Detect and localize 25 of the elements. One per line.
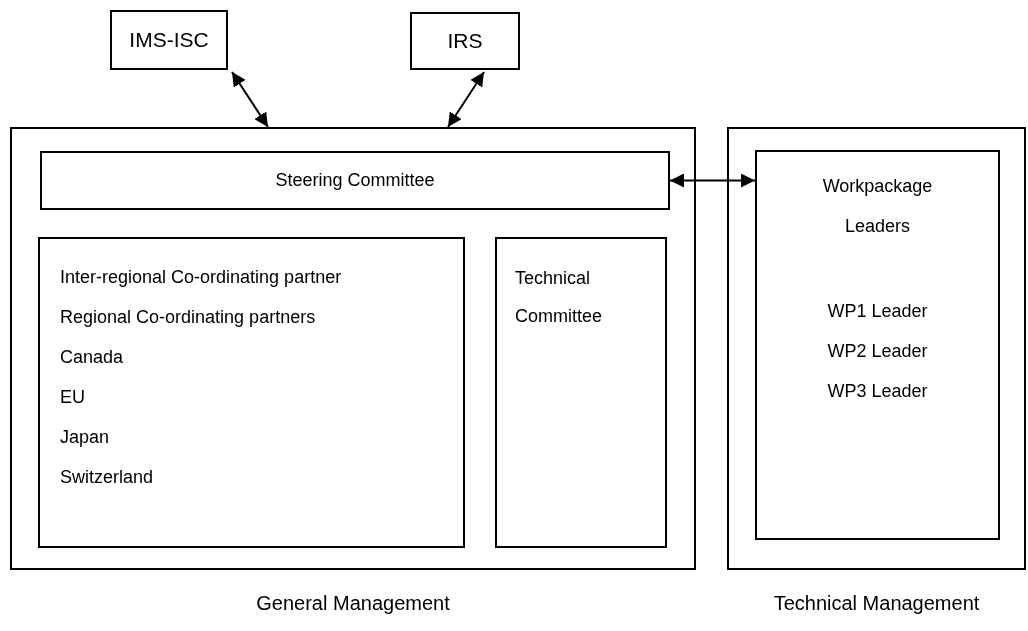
double-arrow — [669, 173, 756, 188]
box — [410, 12, 520, 70]
list-item: Canada — [60, 346, 125, 369]
box — [495, 237, 667, 548]
double-arrow — [447, 71, 485, 128]
node-label: Steering Committee — [275, 170, 435, 191]
list-item: WP2 Leader — [826, 340, 929, 363]
list-item: Inter-regional Co-ordinating partner — [60, 266, 343, 289]
list-item: Switzerland — [60, 466, 155, 489]
box — [755, 150, 1000, 540]
node-label: Technical Committee — [515, 267, 604, 328]
list-item: EU — [60, 386, 86, 409]
list-item: WP1 Leader — [826, 300, 929, 323]
node-label: IMS-ISC — [129, 28, 209, 52]
group-label: General Management — [255, 592, 451, 615]
box — [40, 151, 670, 210]
group-label: Technical Management — [772, 592, 981, 615]
list-item: WP3 Leader — [826, 380, 929, 403]
box — [38, 237, 465, 548]
list-item: Japan — [60, 426, 111, 449]
node-label: IRS — [447, 29, 483, 53]
node-heading: Workpackage Leaders — [821, 175, 934, 238]
list-item: Regional Co-ordinating partners — [60, 306, 317, 329]
double-arrow — [231, 71, 269, 128]
box — [110, 10, 228, 70]
